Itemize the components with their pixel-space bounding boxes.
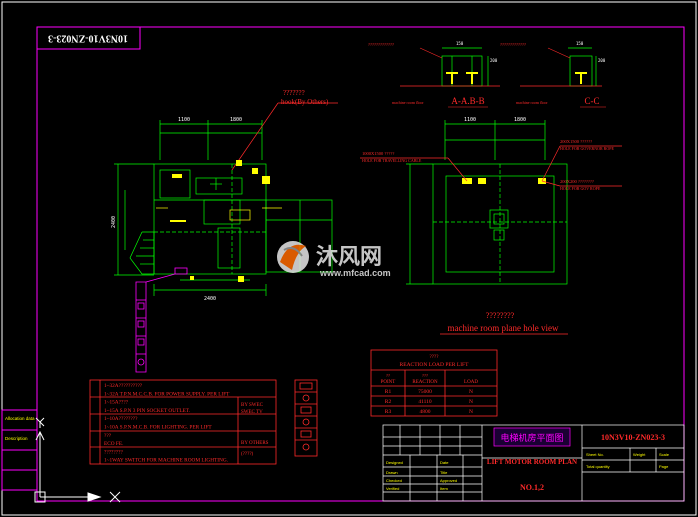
title-block: 电梯机房平面图 LIFT MOTOR ROOM PLAN NO.1,2 10N3… [382, 424, 685, 502]
notes-by-others: BY OTHERS [241, 441, 269, 446]
section-a-a: ????????????? machine room floor 150 200… [368, 41, 500, 108]
plan-dim-w2: 1800 [230, 117, 242, 123]
reaction-cell-unit: N [469, 399, 473, 405]
section-a-note: ????????????? [368, 42, 394, 47]
reaction-cell-value: 4800 [420, 409, 431, 415]
reaction-cell-point: R1 [385, 389, 392, 395]
tb-title: Title [440, 470, 448, 475]
tb-verified: Verified [386, 486, 399, 491]
tb-designed: Designed [386, 460, 403, 465]
hole-note-left: 1000X1500 ????? [362, 151, 394, 156]
reaction-cell-value: 41110 [418, 399, 432, 405]
tb-drawn: Drawn [386, 470, 398, 475]
hole-dim-w1: 1100 [464, 117, 476, 123]
section-a-title: A-A.B-B [451, 96, 484, 106]
watermark-url: www.mfcad.com [319, 268, 391, 278]
ucs-axis-icon [34, 417, 121, 503]
electrical-notes-table: 1~32A?????????? 1~32A T.P.N.M.C.C.B. FOR … [89, 379, 318, 465]
hole-view-cn: ???????? [486, 311, 515, 320]
note-row: ???????? [104, 449, 123, 455]
note-row: ??? [104, 433, 112, 439]
notes-by-swec: BY SWEC [241, 403, 264, 408]
reaction-title-cn: ???? [430, 355, 440, 360]
section-c-title: C-C [584, 96, 599, 106]
section-a-dim1: 150 [456, 41, 464, 46]
reaction-col-reaction: REACTION [412, 380, 438, 385]
reaction-load-table: ???? REACTION LOAD PER LIFT ?? POINT ???… [370, 349, 498, 417]
note-row: 1~15A???? [104, 400, 129, 406]
left-tab-allocation: Allocation data [5, 416, 35, 421]
tb-weight-label: Weight [633, 452, 646, 457]
tb-page-label: Page [659, 464, 669, 469]
plan-note-hook: hook(By Others) [281, 98, 329, 106]
note-row: 1~10A S.P.N.M.C.B. FOR LIGHTING. PER LIF… [104, 425, 212, 431]
reaction-cell-value: 75000 [418, 389, 432, 395]
notes-swec-tv: SWEC TV [241, 410, 263, 415]
reaction-cell-point: R2 [385, 399, 392, 405]
hole-note-right: 200X1500 ?????? [560, 139, 592, 144]
tb-checked: Checked [386, 478, 402, 483]
plan-dim-bottom: 2400 [204, 296, 216, 302]
section-c-dim2: 200 [598, 58, 606, 63]
note-row: 1~10A???????? [104, 416, 138, 422]
plan-dim-h: 2400 [111, 216, 117, 228]
section-a-beam-label: machine room floor [392, 100, 424, 105]
section-c-note: ????????????? [500, 42, 526, 47]
title-cn: 电梯机房平面图 [500, 432, 563, 444]
reaction-col-point-cn: ?? [386, 373, 390, 378]
machine-room-plan-view: 1100 1800 2400 2400 ??????? hook(By Othe… [111, 89, 338, 373]
hole-dim-w2: 1800 [514, 117, 526, 123]
section-c-beam-label: machine room floor [516, 100, 548, 105]
note-row: 1~32A?????????? [104, 383, 143, 389]
title-en: LIFT MOTOR ROOM PLAN [487, 458, 577, 466]
section-c-c: ????????????? machine room floor 150 200… [500, 41, 606, 108]
watermark: 沐风网 www.mfcad.com [277, 241, 391, 278]
note-row: 1~1WAY SWITCH FOR MACHINE ROOM LIGHTING. [104, 458, 228, 464]
reaction-col-point: POINT [381, 380, 396, 385]
machine-room-hole-view: 1100 1800 1000X1500 ????? HOLE FOR TRAVE… [360, 117, 622, 335]
plan-dim-w1: 1100 [178, 117, 190, 123]
note-row: 1~15A S.P.N 3 PIN SOCKET OUTLET. [104, 408, 190, 414]
notes-by-others-cn: (????) [241, 452, 254, 457]
reaction-cell-point: R3 [385, 409, 392, 415]
hole-note-right4: HOLE FOR GOV ROPE [560, 186, 601, 191]
reaction-cell-unit: N [469, 409, 473, 415]
hole-note-right3: 200X200 ???????? [560, 179, 594, 184]
watermark-brand: 沐风网 [316, 244, 382, 269]
section-a-dim2: 200 [490, 58, 498, 63]
plan-note-placeholder: ??????? [283, 89, 305, 97]
tb-scale-label: Scale [659, 452, 670, 457]
tb-total-label: Total quantity [586, 464, 610, 469]
drawing-number: 10N3V10-ZN023-3 [601, 433, 665, 442]
reaction-col-load: LOAD [464, 380, 478, 385]
reaction-title: REACTION LOAD PER LIFT [400, 362, 470, 368]
reaction-cell-unit: N [469, 389, 473, 395]
section-c-dim1: 150 [576, 41, 584, 46]
tb-date: Date [440, 460, 449, 465]
mfcad-logo-icon [277, 241, 309, 273]
left-tab-description: Description [5, 436, 28, 441]
drawing-number-top: 10N3V10-ZN023-3 [48, 33, 128, 44]
sheet-no: NO.1,2 [520, 483, 544, 492]
tb-sheet-label: Sheet No. [586, 452, 604, 457]
note-row: ECO FE. [104, 441, 123, 447]
hole-note-left2: HOLE FOR TRAVELLING CABLE [362, 158, 422, 163]
left-tabs [1, 409, 38, 491]
tb-approved: Approved [440, 478, 457, 483]
hole-view-title: machine room plane hole view [448, 323, 559, 333]
reaction-col-reaction-cn: ??? [422, 373, 428, 378]
note-row: 1~32A T.P.N.M.C.C.B. FOR POWER SUPPLY. P… [104, 391, 230, 397]
drawing-number-top-box: 10N3V10-ZN023-3 [36, 26, 141, 50]
hole-note-right2: HOLE FOR GOVERNOR ROPE [560, 146, 614, 151]
tb-item: Item [440, 486, 448, 491]
